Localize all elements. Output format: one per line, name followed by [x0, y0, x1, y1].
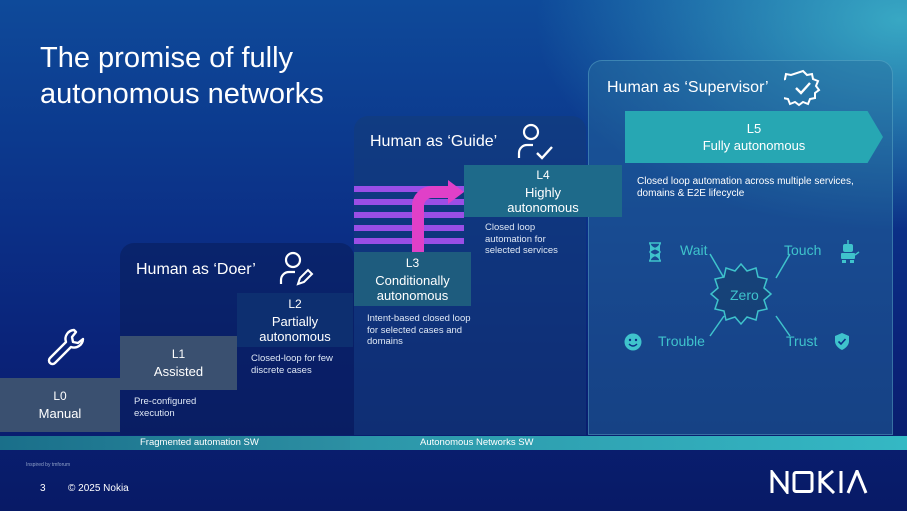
panel-guide-heading: Human as ‘Guide’ [370, 133, 498, 150]
zero-item-trouble: Trouble [658, 333, 705, 349]
curved-arrow-icon [412, 180, 464, 254]
footer-attribution: Inspired by tmforum [26, 462, 71, 468]
person-edit-icon [279, 251, 314, 286]
level-name: Conditionally autonomous [375, 272, 450, 303]
level-box-l1: L1 Assisted [120, 336, 237, 390]
level-desc-l2: Closed-loop for few discrete cases [251, 353, 333, 376]
panel-doer-heading: Human as ‘Doer’ [136, 261, 256, 278]
stripe [354, 225, 464, 231]
stripe [354, 238, 464, 244]
level-name: Fully autonomous [702, 138, 806, 153]
level-box-l5: L5 Fully autonomous [625, 111, 883, 163]
bar-right-label: Autonomous Networks SW [420, 437, 534, 448]
level-name: Manual [38, 406, 82, 421]
wrench-icon [47, 328, 85, 366]
level-box-l2: L2 Partially autonomous [237, 293, 353, 347]
slide-title: The promise of fully autonomous networks [40, 42, 324, 110]
level-name: Highly autonomous [507, 184, 579, 215]
level-desc-l3: Intent-based closed loop for selected ca… [367, 313, 471, 347]
zero-item-trust: Trust [786, 333, 818, 349]
smiley-icon [624, 333, 642, 351]
level-name: Assisted [153, 364, 204, 379]
level-number: L4 [536, 167, 550, 182]
stripe [354, 199, 464, 205]
stripe [354, 212, 464, 218]
zero-item-wait: Wait [680, 242, 708, 258]
badge-check-icon [784, 69, 821, 107]
page-number: 3 [40, 483, 46, 494]
level-number: L2 [288, 296, 302, 311]
level-name: Partially autonomous [259, 313, 331, 344]
level-box-l4: L4 Highly autonomous [464, 165, 622, 217]
robot-icon [841, 240, 860, 263]
level-box-l3: L3 Conditionally autonomous [354, 252, 471, 306]
panel-supervisor-heading: Human as ‘Supervisor’ [607, 79, 769, 96]
level-desc-l4: Closed loop automation for selected serv… [485, 222, 558, 256]
level-number: L3 [405, 255, 420, 270]
nokia-logo [770, 470, 868, 494]
stripe [354, 186, 464, 192]
bar-left-label: Fragmented automation SW [140, 437, 259, 448]
level-box-l0: L0 Manual [0, 378, 120, 432]
bar-fragmented [0, 436, 350, 450]
copyright: © 2025 Nokia [68, 483, 129, 494]
level-number: L0 [53, 389, 67, 403]
level-desc-l5: Closed loop automation across multiple s… [637, 176, 854, 199]
hourglass-icon [649, 242, 661, 262]
zero-connector-lines [709, 253, 791, 337]
shield-check-icon [835, 333, 849, 350]
zero-badge-icon [709, 262, 773, 326]
level-number: L1 [171, 347, 186, 361]
automation-bar: Fragmented automation SW Autonomous Netw… [0, 436, 907, 450]
zero-item-touch: Touch [784, 242, 822, 258]
person-check-icon [517, 123, 553, 160]
zero-center-label: Zero [730, 287, 759, 303]
bar-autonomous [350, 436, 907, 450]
level-desc-l1: Pre-configured execution [134, 396, 197, 419]
level-number: L5 [746, 121, 762, 136]
